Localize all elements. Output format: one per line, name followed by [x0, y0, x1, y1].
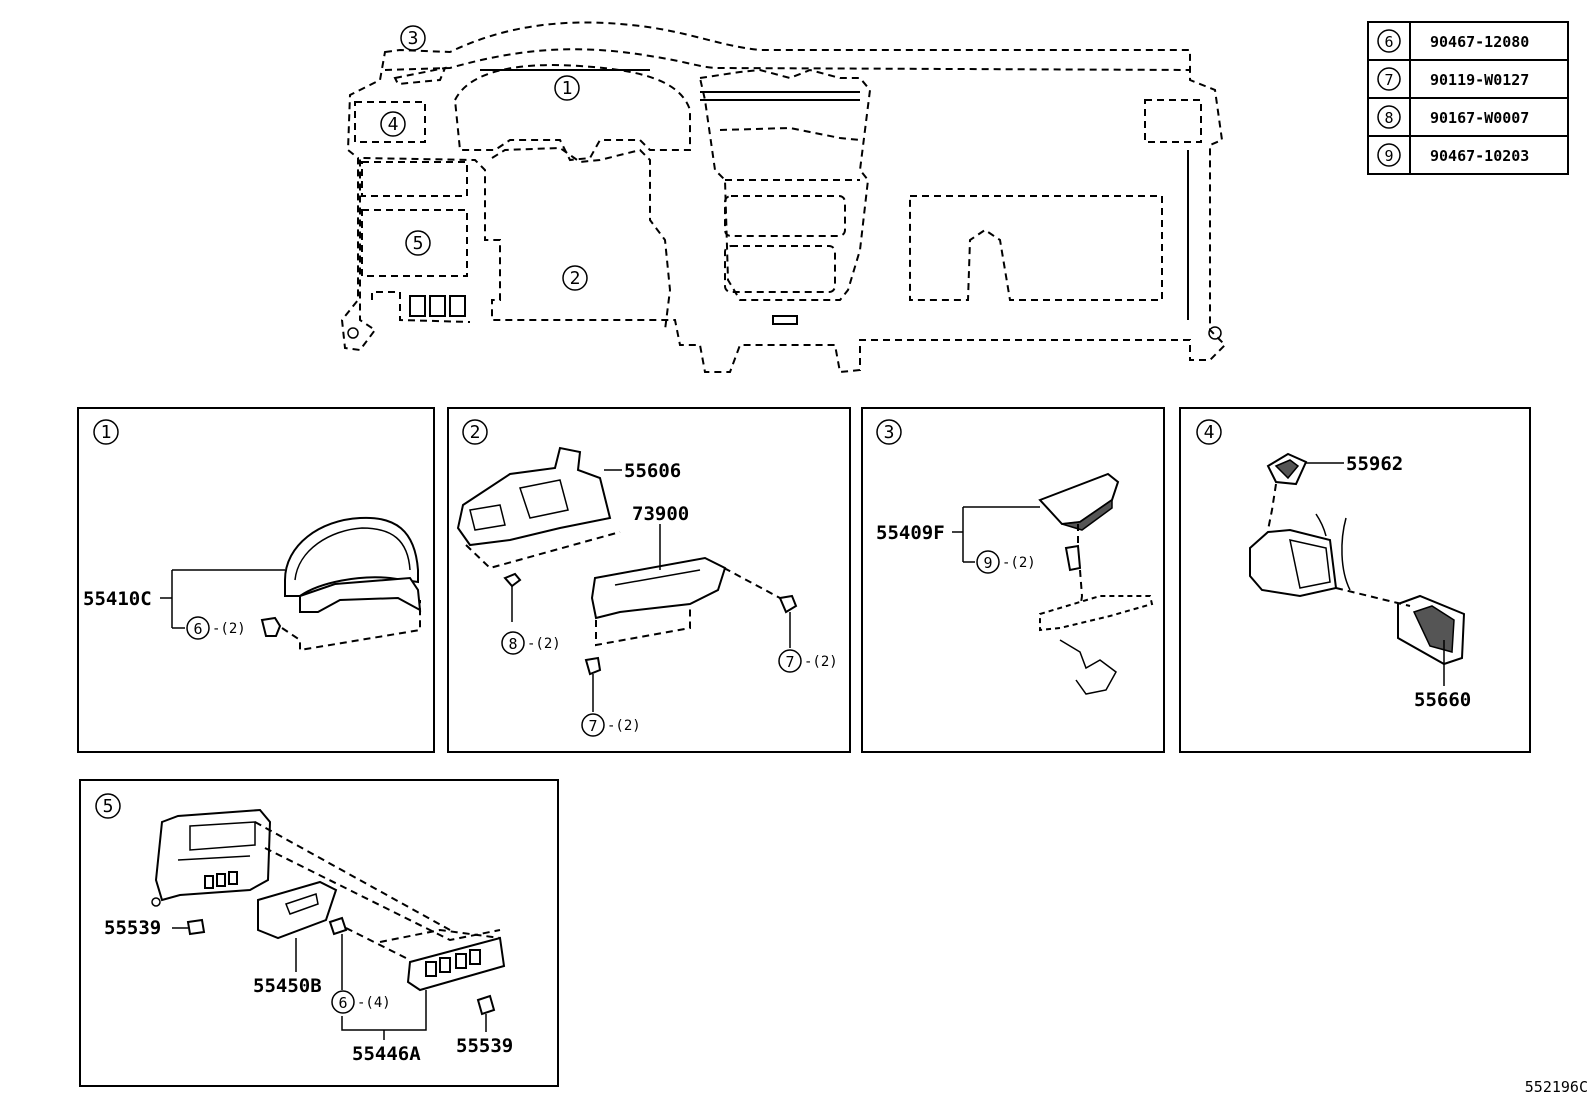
- part-label-55660: 55660: [1414, 689, 1471, 711]
- quantity: -(2): [607, 718, 641, 734]
- overview-callout: 5: [405, 230, 431, 256]
- part-label-73900: 73900: [632, 503, 689, 525]
- svg-text:5: 5: [413, 233, 424, 254]
- part-label-55962: 55962: [1346, 453, 1403, 475]
- legend-part-number: 90119-W0127: [1430, 71, 1529, 89]
- quantity: -(2): [527, 636, 561, 652]
- part-label-55539-left: 55539: [104, 917, 161, 939]
- panel-3-safety-pad: 3 55409F 9 -(2): [861, 407, 1165, 753]
- panel-4-registers: 4 55962 55660: [1179, 407, 1531, 753]
- part-label-55409f: 55409F: [876, 522, 945, 544]
- legend-ref: 6: [1384, 33, 1393, 51]
- legend-part-number: 90467-10203: [1430, 147, 1529, 165]
- ref-circle: 8: [508, 635, 517, 653]
- panel-number: 3: [884, 422, 895, 443]
- part-label-55410c: 55410C: [83, 588, 152, 610]
- part-label-55446a: 55446A: [352, 1043, 421, 1065]
- ref-circle: 9: [983, 554, 992, 572]
- quantity: -(2): [212, 621, 246, 637]
- panel-number: 2: [470, 422, 481, 443]
- svg-text:3: 3: [408, 28, 419, 49]
- svg-text:4: 4: [388, 114, 399, 135]
- panel-5-lower-left: 5 55539 55450B 6 -(4) 554: [79, 779, 559, 1087]
- svg-text:2: 2: [570, 268, 581, 289]
- ref-circle: 6: [193, 620, 202, 638]
- quantity: -(2): [1002, 555, 1036, 571]
- panel-2-lower-panel: 2 55606 73900 8 -(2) 7 -(2) 7 -(2): [447, 407, 851, 753]
- diagram-id: 552196C: [1525, 1078, 1588, 1096]
- quantity: -(4): [357, 995, 391, 1011]
- overview-callout: 1: [554, 75, 580, 101]
- part-label-55450b: 55450B: [253, 975, 322, 997]
- overview-callout: 3: [400, 25, 426, 51]
- legend-table: 6 90467-12080 7 90119-W0127 8 90167-W000…: [1367, 21, 1569, 175]
- ref-circle: 6: [338, 994, 347, 1012]
- dashboard-overview: 3 1 4 5 2: [340, 21, 1227, 374]
- panel-1-combination-meter: 1 55410C 6 -(2): [77, 407, 435, 753]
- quantity: -(2): [804, 654, 838, 670]
- overview-callout: 4: [380, 111, 406, 137]
- legend-part-number: 90467-12080: [1430, 33, 1529, 51]
- legend-ref: 8: [1384, 109, 1393, 127]
- part-label-55539-right: 55539: [456, 1035, 513, 1057]
- legend-row: 8 90167-W0007: [1377, 105, 1529, 129]
- panel-number: 1: [101, 422, 112, 443]
- panel-number: 5: [103, 796, 114, 817]
- legend-row: 6 90467-12080: [1377, 29, 1529, 53]
- panel-number: 4: [1204, 422, 1215, 443]
- legend-ref: 9: [1384, 147, 1393, 165]
- legend-row: 9 90467-10203: [1377, 143, 1529, 167]
- overview-callout: 2: [562, 265, 588, 291]
- ref-circle: 7: [785, 653, 794, 671]
- legend-row: 7 90119-W0127: [1377, 67, 1529, 91]
- ref-circle: 7: [588, 717, 597, 735]
- part-label-55606: 55606: [624, 460, 681, 482]
- svg-text:1: 1: [562, 78, 573, 99]
- legend-part-number: 90167-W0007: [1430, 109, 1529, 127]
- legend-ref: 7: [1384, 71, 1393, 89]
